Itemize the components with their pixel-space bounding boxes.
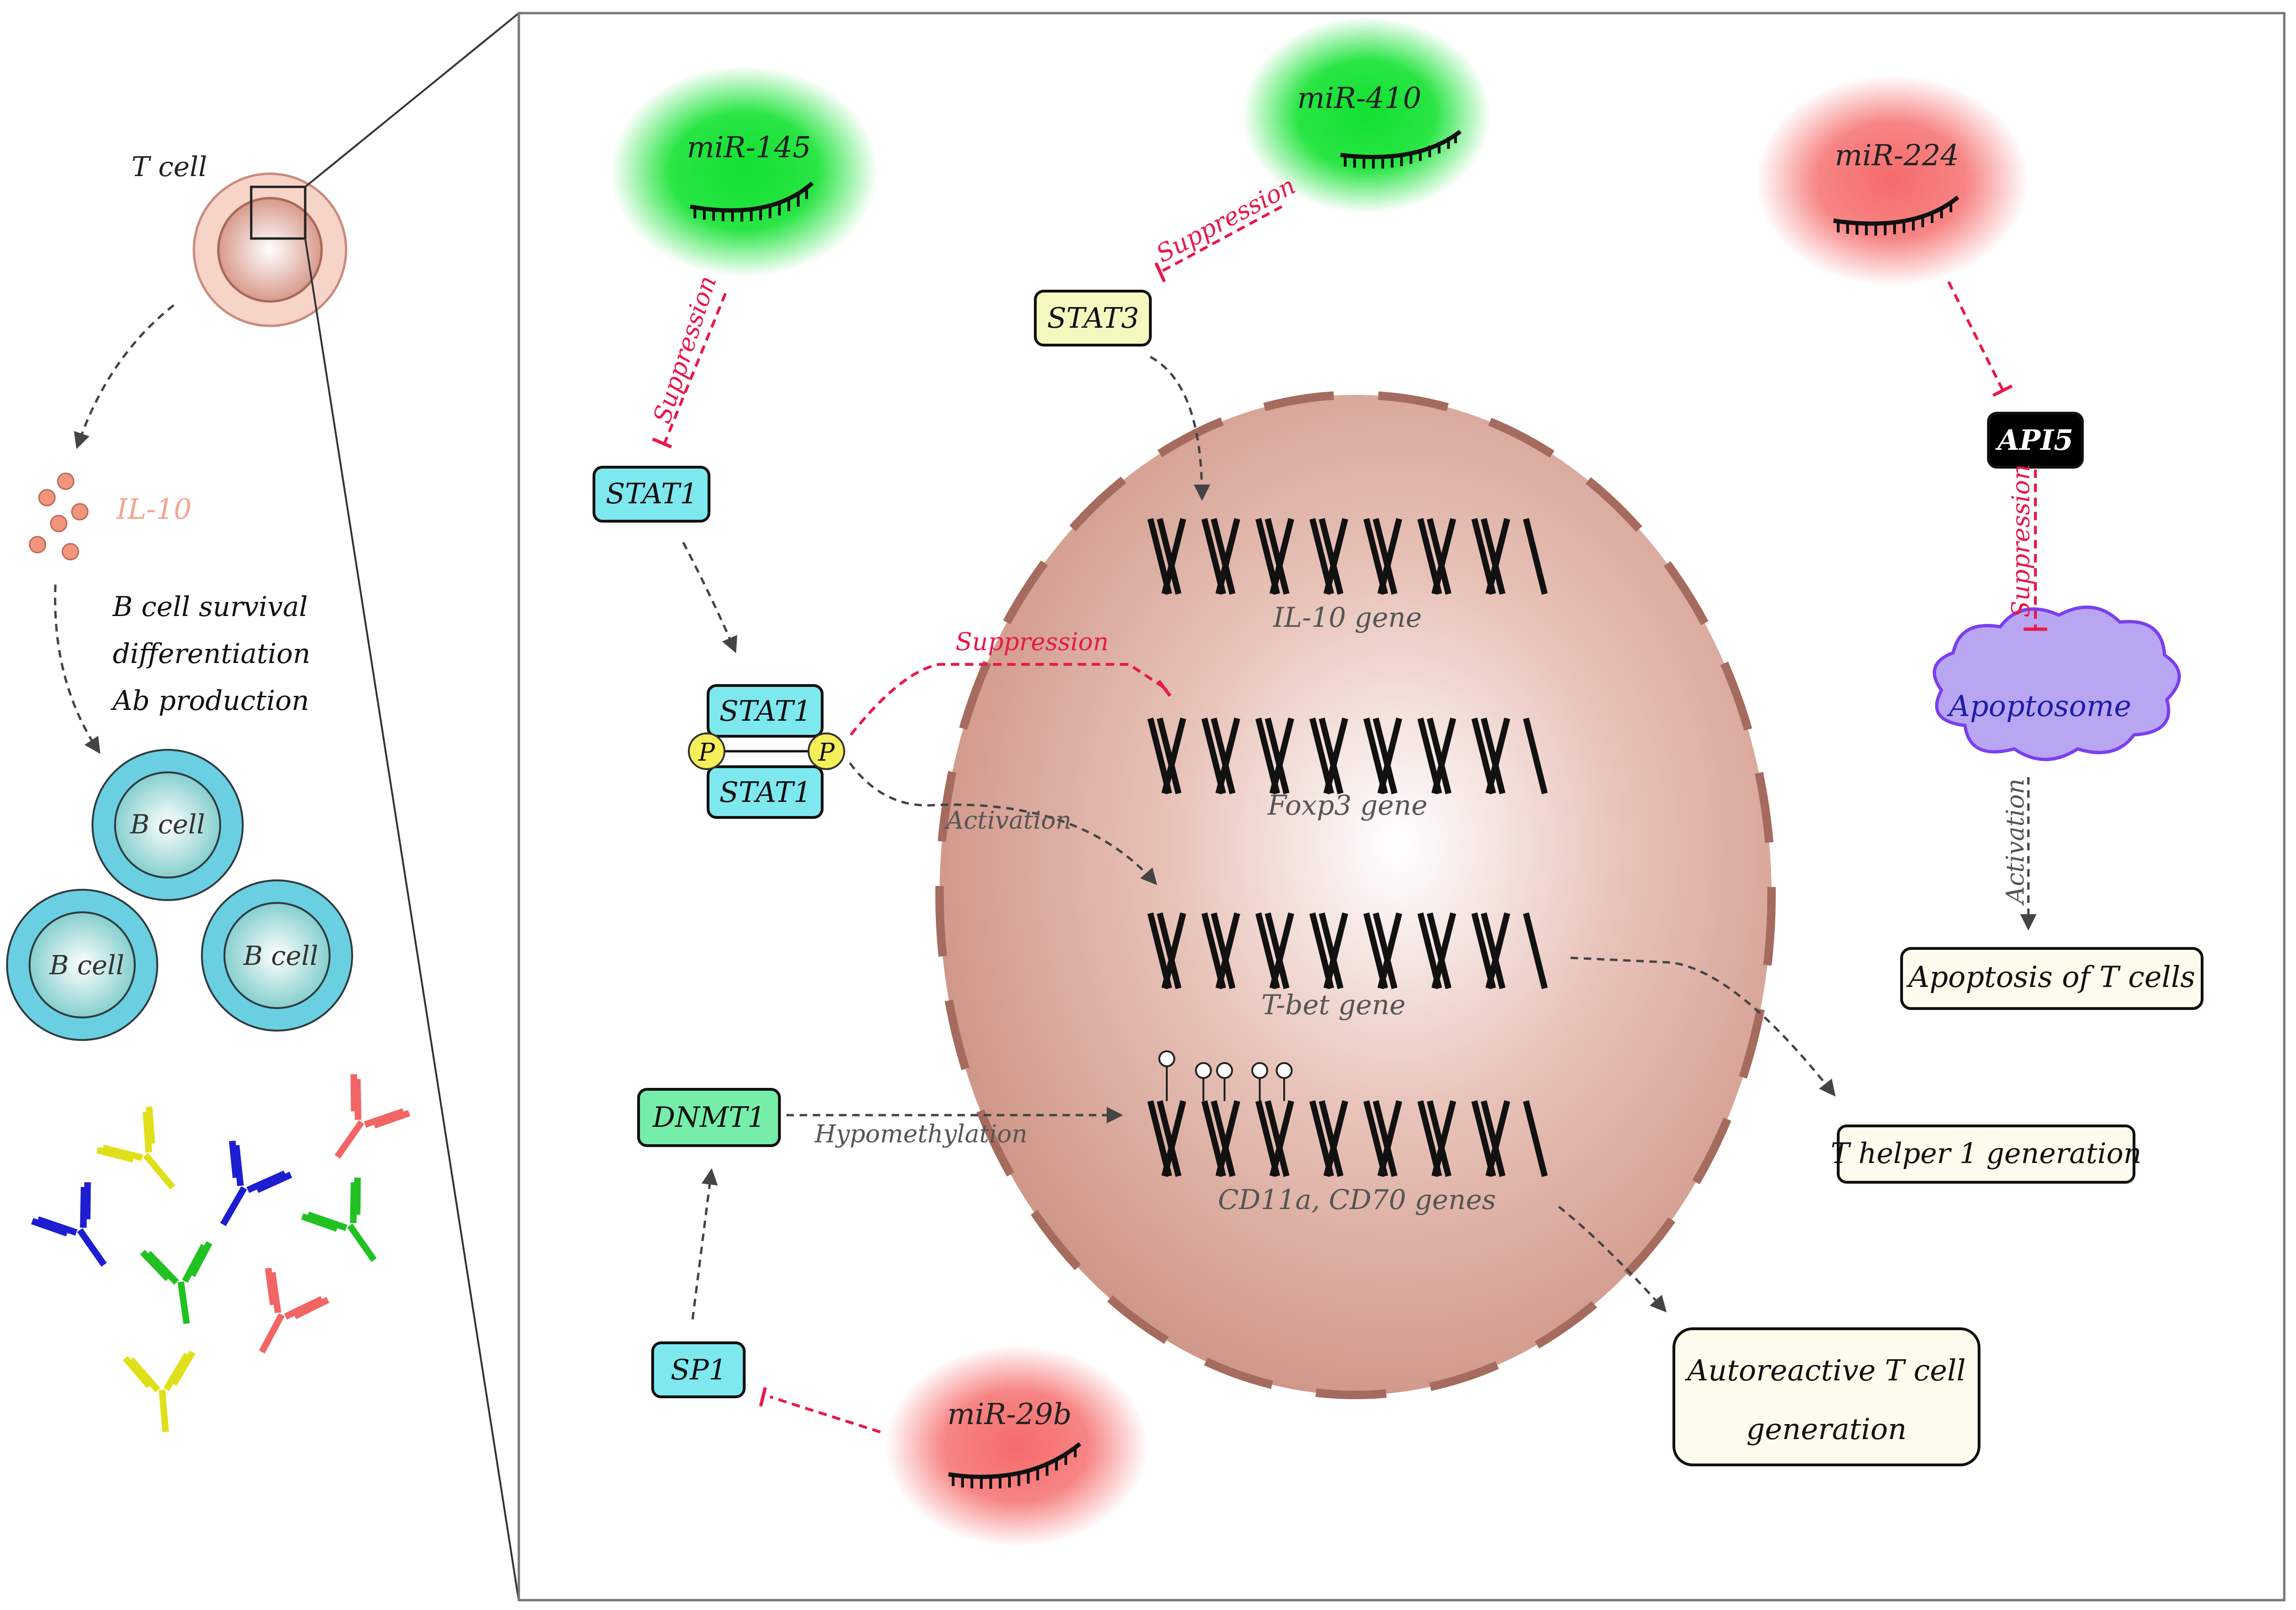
gene-tbet-label: T-bet gene	[1261, 989, 1405, 1021]
outcome-apoptosis-label: Apoptosis of T cells	[1906, 960, 2196, 994]
effect-line-1: B cell survival	[112, 591, 308, 623]
stat1-dimer: STAT1 STAT1 P P	[688, 684, 845, 819]
label-hypomethylation: Hypomethylation	[814, 1120, 1027, 1148]
dnmt1-label: DNMT1	[652, 1101, 765, 1134]
mirna-410-label: miR-410	[1297, 81, 1422, 115]
gene-foxp3-helix	[1147, 717, 1548, 794]
mirna-145: miR-145	[610, 66, 878, 277]
edge-stat3-il10	[1149, 355, 1210, 501]
b-cell-right: B cell	[201, 879, 353, 1032]
dnmt1-box: DNMT1	[637, 1088, 781, 1147]
b-cell-label-top: B cell	[130, 809, 205, 840]
mirna-145-label: miR-145	[687, 130, 811, 164]
suppression-edges	[663, 205, 2037, 1433]
phospho-left-icon	[688, 732, 725, 770]
label-activation-stat1: Activation	[944, 807, 1071, 835]
activation-edges	[682, 355, 2037, 1320]
edge-sp1-dnmt1	[691, 1168, 718, 1320]
mirna-224-label: miR-224	[1835, 138, 1959, 172]
edge-stat1-foxp3	[849, 663, 1165, 736]
mirna-29b-label: miR-29b	[948, 1397, 1072, 1431]
antibody-icon	[301, 1177, 377, 1262]
apoptosome-cloud: Apoptosome	[1933, 605, 2181, 761]
antibody-icon	[123, 1350, 196, 1433]
arrow-tcell-il10	[74, 304, 175, 449]
antibody-icon	[259, 1267, 330, 1354]
b-cell-label-left: B cell	[49, 950, 124, 981]
antibody-icon	[31, 1182, 107, 1267]
stat3-label: STAT3	[1047, 302, 1139, 335]
il10-label: IL-10	[116, 493, 192, 526]
edge-mir224-api5	[1947, 281, 2004, 391]
gene-tbet-helix	[1147, 912, 1548, 989]
antibody-icon	[334, 1074, 410, 1159]
edge-stat1-tbet	[848, 762, 1157, 886]
arrow-il10-bcells	[54, 584, 100, 754]
antibody-icon	[220, 1140, 293, 1226]
gene-cd11a-label: CD11a, CD70 genes	[1218, 1184, 1496, 1216]
mirna-29b: miR-29b	[885, 1345, 1148, 1547]
stat3-box: STAT3	[1034, 290, 1152, 347]
nucleus	[935, 391, 1776, 1399]
api5-box: API5	[1987, 412, 2084, 469]
mirna-410: miR-410	[1242, 16, 1491, 214]
phospho-left-label: P	[698, 739, 716, 767]
mirna-224: miR-224	[1756, 75, 2028, 286]
zoom-line-bottom	[304, 238, 520, 1602]
label-suppression-foxp3: Suppression	[955, 628, 1109, 656]
methylation-lollipops	[1158, 1050, 1293, 1101]
antibody-icon	[140, 1241, 213, 1325]
label-suppression-api5: Suppression	[2007, 464, 2035, 617]
antibody-icon	[96, 1106, 176, 1190]
api5-label: API5	[1995, 424, 2073, 457]
label-activation-apoptosome: Activation	[2002, 778, 2030, 906]
stat1-box: STAT1	[593, 466, 710, 523]
outcome-th1: T helper 1 generation	[1831, 1125, 2142, 1184]
phospho-right-icon	[808, 732, 845, 770]
antibodies	[31, 1074, 410, 1433]
effect-line-2: differentiation	[113, 638, 310, 670]
zoom-box	[250, 185, 307, 240]
b-cell-top: B cell	[92, 749, 244, 901]
edge-cd11a-autoreactive	[1558, 1206, 1667, 1313]
stat1-dimer-top-label: STAT1	[719, 695, 811, 728]
gene-il10-label: IL-10 gene	[1273, 601, 1422, 633]
outcome-th1-label: T helper 1 generation	[1831, 1137, 2142, 1170]
t-cell	[193, 172, 347, 327]
gene-foxp3-label: Foxp3 gene	[1267, 789, 1427, 821]
mirna-224-strand-icon	[1833, 195, 1959, 226]
sp1-label: SP1	[670, 1354, 727, 1387]
mirna-145-strand-icon	[690, 181, 814, 213]
outcome-autoreactive-line2: generation	[1746, 1412, 1907, 1446]
edge-mir145-stat1	[663, 293, 727, 445]
gene-il10-helix	[1147, 518, 1548, 595]
stat1-dimer-bottom-label: STAT1	[719, 776, 811, 809]
effect-line-3: Ab production	[110, 685, 309, 716]
edge-mir410-stat3	[1159, 205, 1283, 274]
stat1-label: STAT1	[606, 478, 698, 510]
outcome-autoreactive-line1: Autoreactive T cell	[1685, 1353, 1965, 1387]
outcome-apoptosis: Apoptosis of T cells	[1900, 947, 2204, 1010]
outcome-autoreactive: Autoreactive T cell generation	[1672, 1327, 1980, 1466]
gene-cd11a-helix	[1147, 1100, 1548, 1177]
zoom-line-top	[304, 12, 520, 188]
b-cell-label-right: B cell	[243, 941, 318, 971]
suppression-bars	[652, 262, 2047, 1407]
il10-dots	[29, 472, 89, 561]
edge-stat1-dimer	[682, 541, 738, 654]
phospho-right-label: P	[818, 739, 835, 767]
b-cell-left: B cell	[6, 889, 158, 1041]
edge-mir29b-sp1	[770, 1395, 881, 1433]
apoptosome-label: Apoptosome	[1947, 689, 2131, 723]
sp1-box: SP1	[651, 1341, 746, 1398]
t-cell-label: T cell	[131, 151, 207, 183]
